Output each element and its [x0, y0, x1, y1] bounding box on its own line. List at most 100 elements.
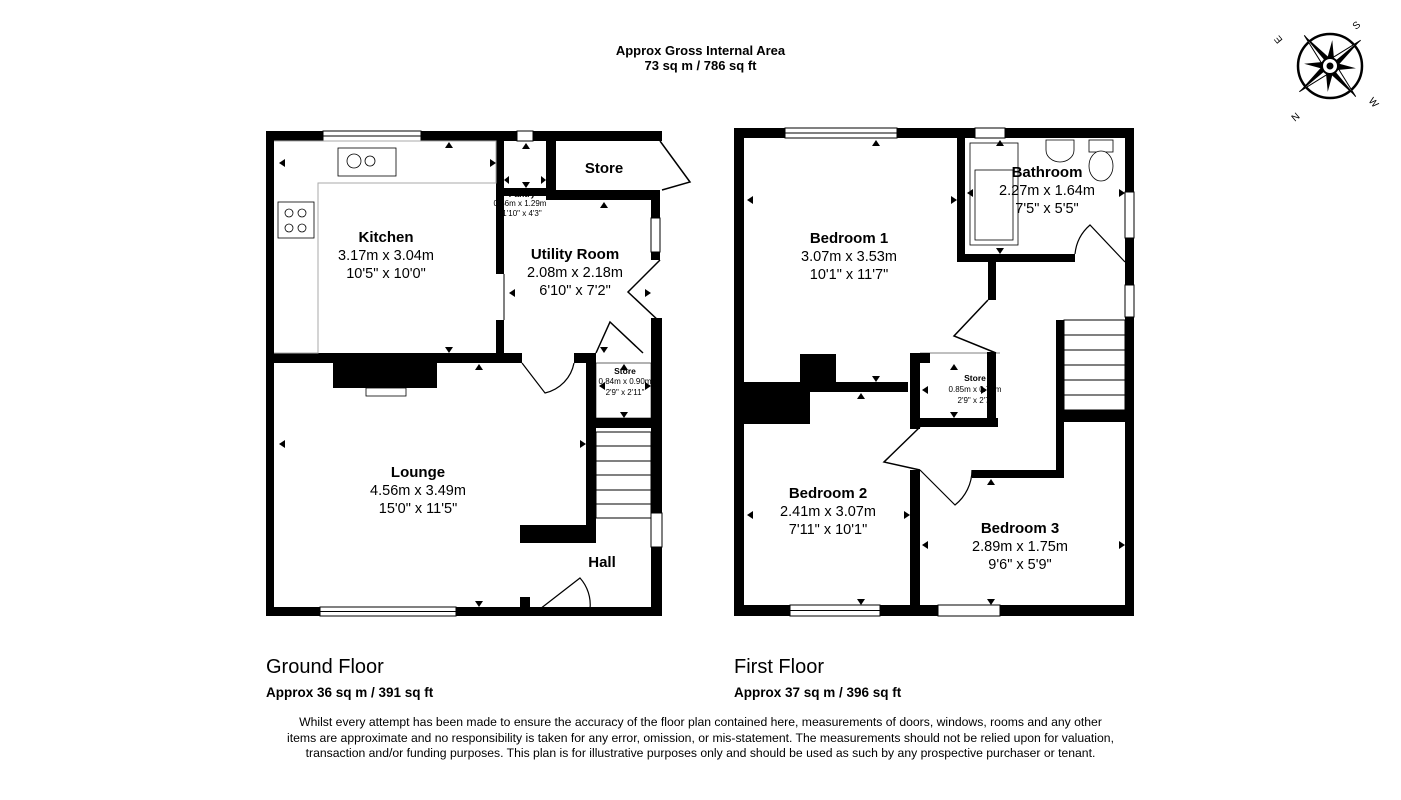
lounge-name: Lounge — [391, 464, 445, 481]
ground-floor-area: Approx 36 sq m / 391 sq ft — [266, 685, 434, 700]
door — [882, 426, 921, 471]
ff-store-name: Store — [964, 373, 986, 383]
window — [1124, 284, 1135, 318]
wall — [957, 254, 1075, 262]
window — [650, 217, 661, 253]
compass-east-label: E — [1272, 33, 1285, 45]
wall — [496, 140, 504, 274]
gross-area-value: 73 sq m / 786 sq ft — [644, 58, 757, 73]
dimension-arrows — [279, 142, 651, 607]
bedroom2-metric: 2.41m x 3.07m — [780, 504, 876, 520]
door — [952, 299, 997, 354]
wall — [266, 131, 662, 141]
bedroom1-name: Bedroom 1 — [810, 230, 888, 247]
hearth-icon — [365, 387, 407, 397]
wall — [957, 138, 965, 262]
first-floor-plan: Bedroom 1 3.07m x 3.53m 10'1" x 11'7" Ba… — [734, 127, 1135, 617]
bedroom3-metric: 2.89m x 1.75m — [972, 539, 1068, 555]
wall — [734, 128, 1134, 138]
door — [539, 577, 591, 610]
bedroom1-metric: 3.07m x 3.53m — [801, 249, 897, 265]
wall — [1056, 410, 1126, 422]
lounge-imperial: 15'0" x 11'5" — [379, 501, 457, 517]
wall — [744, 382, 908, 392]
store-name: Store — [585, 160, 623, 177]
wall — [910, 418, 998, 427]
wall — [496, 320, 504, 356]
staircase — [1063, 319, 1126, 411]
wall — [266, 131, 274, 616]
store2-name: Store — [614, 366, 636, 376]
bedroom3-imperial: 9'6" x 5'9" — [988, 557, 1051, 573]
wall — [988, 262, 996, 300]
first-floor-area: Approx 37 sq m / 396 sq ft — [734, 685, 902, 700]
wall — [546, 140, 556, 200]
kitchen-metric: 3.17m x 3.04m — [338, 248, 434, 264]
store2-metric: 0.84m x 0.90m — [599, 377, 652, 386]
wall — [504, 188, 548, 196]
wall — [586, 418, 652, 428]
wall — [734, 605, 1134, 616]
door — [595, 320, 644, 354]
window — [516, 130, 534, 142]
staircase — [595, 431, 652, 519]
lounge-metric: 4.56m x 3.49m — [370, 483, 466, 499]
wall — [274, 353, 522, 363]
window — [1124, 191, 1135, 239]
compass-north-label: N — [1289, 110, 1302, 123]
bathroom-metric: 2.27m x 1.64m — [999, 183, 1095, 199]
pantry-metric: 0.56m x 1.29m — [494, 199, 547, 208]
door — [659, 140, 692, 191]
door — [1074, 224, 1126, 263]
wall — [574, 353, 596, 363]
wall — [266, 607, 662, 616]
bedroom1-imperial: 10'1" x 11'7" — [810, 267, 888, 283]
worktop — [274, 140, 497, 354]
wall — [1125, 128, 1134, 616]
disclaimer-text: Whilst every attempt has been made to en… — [287, 715, 1114, 760]
door — [919, 469, 973, 506]
window — [974, 127, 1006, 139]
sink-icon — [337, 147, 397, 177]
wall — [910, 470, 920, 610]
wall — [910, 353, 930, 363]
bedroom2-imperial: 7'11" x 10'1" — [789, 522, 867, 538]
hall-name: Hall — [588, 554, 616, 571]
wall — [651, 318, 662, 616]
wall — [556, 190, 660, 200]
bedroom3-name: Bedroom 3 — [981, 520, 1059, 537]
toilet-icon — [1088, 139, 1114, 153]
wall — [734, 128, 744, 616]
hob-icon — [277, 201, 315, 239]
window — [650, 512, 663, 548]
store2-imperial: 2'9" x 2'11" — [606, 388, 645, 397]
wall — [972, 470, 1058, 478]
bathroom-imperial: 7'5" x 5'5" — [1015, 201, 1078, 217]
utility-name: Utility Room — [531, 246, 619, 263]
wall — [910, 353, 920, 429]
window — [937, 604, 1001, 617]
wall — [586, 353, 596, 543]
wall — [987, 352, 996, 427]
ground-floor-title: Ground Floor — [266, 656, 384, 678]
utility-metric: 2.08m x 2.18m — [527, 265, 623, 281]
first-floor-title: First Floor — [734, 656, 824, 678]
gross-area-heading: Approx Gross Internal Area — [615, 43, 786, 58]
compass-rose-icon: S W N E — [1272, 19, 1381, 123]
door — [521, 362, 575, 394]
bedroom2-name: Bedroom 2 — [789, 485, 867, 502]
door — [626, 259, 661, 323]
wall — [1056, 320, 1064, 478]
kitchen-imperial: 10'5" x 10'0" — [346, 266, 426, 282]
ground-floor-plan: Kitchen 3.17m x 3.04m 10'5" x 10'0" Pant… — [266, 130, 692, 617]
basin-icon — [1045, 139, 1075, 163]
dimension-arrows — [747, 140, 1125, 605]
pantry-name: Pantry — [509, 189, 536, 199]
ff-store-imperial: 2'9" x 2'7" — [958, 396, 993, 405]
pantry-imperial: 1'10" x 4'3" — [502, 209, 542, 218]
chimney-breast — [333, 361, 437, 388]
compass-west-label: W — [1366, 96, 1381, 111]
compass-south-label: S — [1351, 19, 1363, 32]
utility-imperial: 6'10" x 7'2" — [539, 283, 610, 299]
